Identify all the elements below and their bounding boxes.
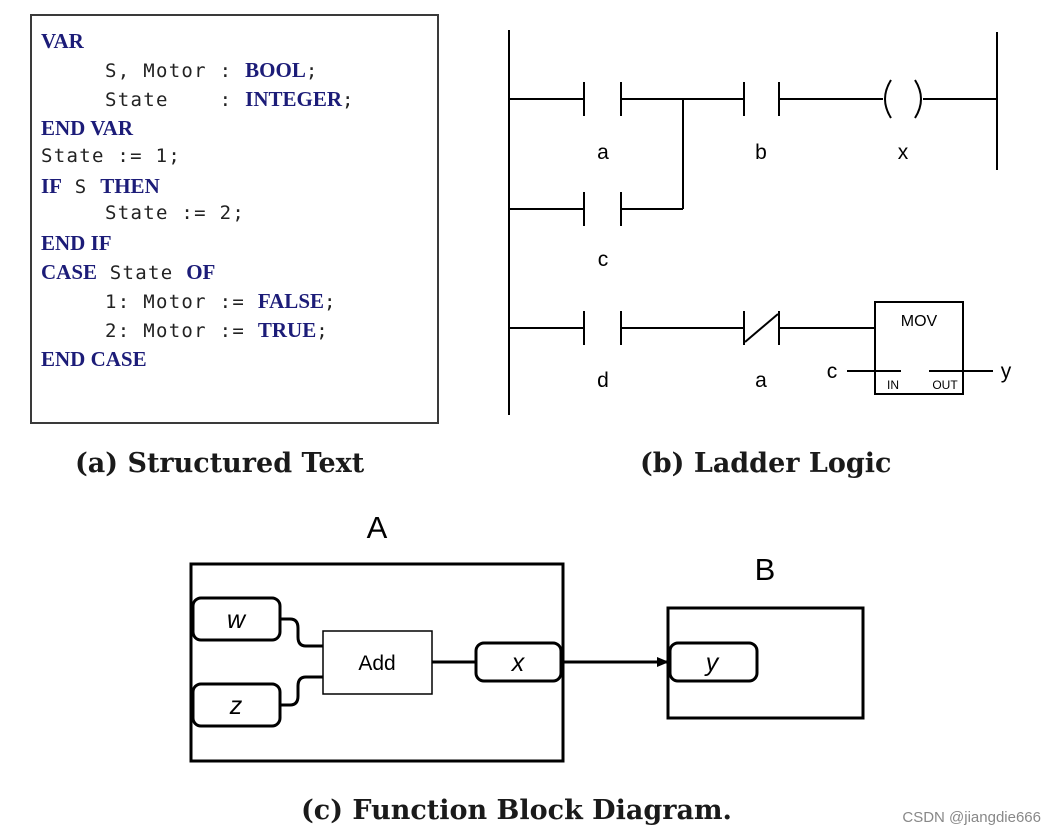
mov-out-port: OUT — [932, 378, 958, 392]
code-keyword: CASE — [41, 260, 98, 285]
rung-3 — [509, 301, 993, 395]
contact-a-label: a — [597, 141, 609, 164]
code-text: State : — [105, 88, 246, 111]
code-keyword: VAR — [41, 29, 84, 53]
block-a-label: A — [367, 510, 388, 545]
function-block-b — [666, 606, 865, 720]
code-line: State := 2; — [105, 202, 245, 224]
code-keyword: INTEGER — [245, 86, 342, 111]
code-keyword: TRUE — [257, 318, 317, 342]
coil-x-right-arc — [914, 79, 922, 119]
caption-function-block-diagram: (c) Function Block Diagram. — [301, 795, 732, 826]
rung-1 — [509, 79, 997, 119]
code-keyword: THEN — [100, 173, 160, 198]
caption-ladder-logic: (b) Ladder Logic — [640, 448, 892, 479]
coil-x-label: x — [898, 141, 909, 164]
code-text: State := 1; — [41, 144, 182, 167]
rung-2-branch — [509, 99, 684, 226]
code-text: S — [62, 175, 101, 198]
code-keyword: END VAR — [41, 115, 133, 140]
code-keyword: END CASE — [41, 346, 147, 371]
code-line: VAR — [41, 29, 84, 54]
code-text: S, Motor : — [105, 59, 246, 82]
input-y-box — [668, 641, 759, 683]
contact-c-label: c — [598, 248, 609, 271]
code-line: CASE State OF — [41, 260, 215, 285]
code-line: END IF — [41, 231, 112, 256]
code-line: END VAR — [41, 116, 133, 141]
mov-output-label: y — [1001, 360, 1012, 383]
code-text: 1: Motor := — [105, 291, 258, 314]
code-text: ; — [316, 320, 329, 342]
input-w-label: w — [227, 606, 247, 634]
code-line: State := 1; — [41, 145, 181, 167]
code-text: State := 2; — [105, 202, 246, 225]
code-keyword: IF — [41, 173, 62, 198]
caption-structured-text: (a) Structured Text — [75, 448, 365, 479]
code-line: 2: Motor := TRUE; — [105, 318, 329, 343]
add-label: Add — [358, 652, 395, 675]
function-block-diagram: A B w z Add x y — [189, 510, 865, 763]
input-y-label: y — [704, 649, 720, 677]
contact-b-label: b — [755, 141, 767, 164]
code-keyword: FALSE — [257, 289, 325, 314]
code-line: S, Motor : BOOL; — [105, 58, 319, 83]
wire-z-to-add — [280, 675, 323, 707]
nc-contact-slash — [744, 313, 779, 343]
contact-d-label: d — [597, 369, 609, 392]
mov-title: MOV — [901, 313, 938, 330]
wire-w-to-add — [280, 617, 323, 648]
code-text: 2: Motor := — [105, 320, 258, 342]
output-x-label: x — [511, 649, 526, 677]
code-line: END CASE — [41, 347, 147, 372]
watermark: CSDN @jiangdie666 — [902, 809, 1041, 826]
mov-block — [874, 301, 964, 395]
coil-x-left-arc — [884, 79, 892, 119]
mov-in-port: IN — [887, 378, 899, 392]
ladder-diagram: a b x c d a c y MOV IN OUT — [508, 30, 1012, 415]
code-line: 1: Motor := FALSE; — [105, 289, 337, 314]
code-line: State : INTEGER; — [105, 87, 355, 112]
code-text: ; — [305, 59, 319, 82]
code-keyword: END IF — [41, 231, 112, 256]
mov-input-label: c — [827, 360, 838, 383]
nc-contact-a-label: a — [755, 369, 767, 392]
code-text: State — [97, 262, 187, 285]
code-keyword: BOOL — [245, 57, 306, 82]
code-text: ; — [342, 88, 355, 111]
block-b-label: B — [755, 552, 776, 587]
input-z-label: z — [229, 692, 243, 720]
code-line: IF S THEN — [41, 174, 160, 199]
code-keyword: OF — [186, 260, 216, 285]
code-text: ; — [324, 291, 337, 314]
